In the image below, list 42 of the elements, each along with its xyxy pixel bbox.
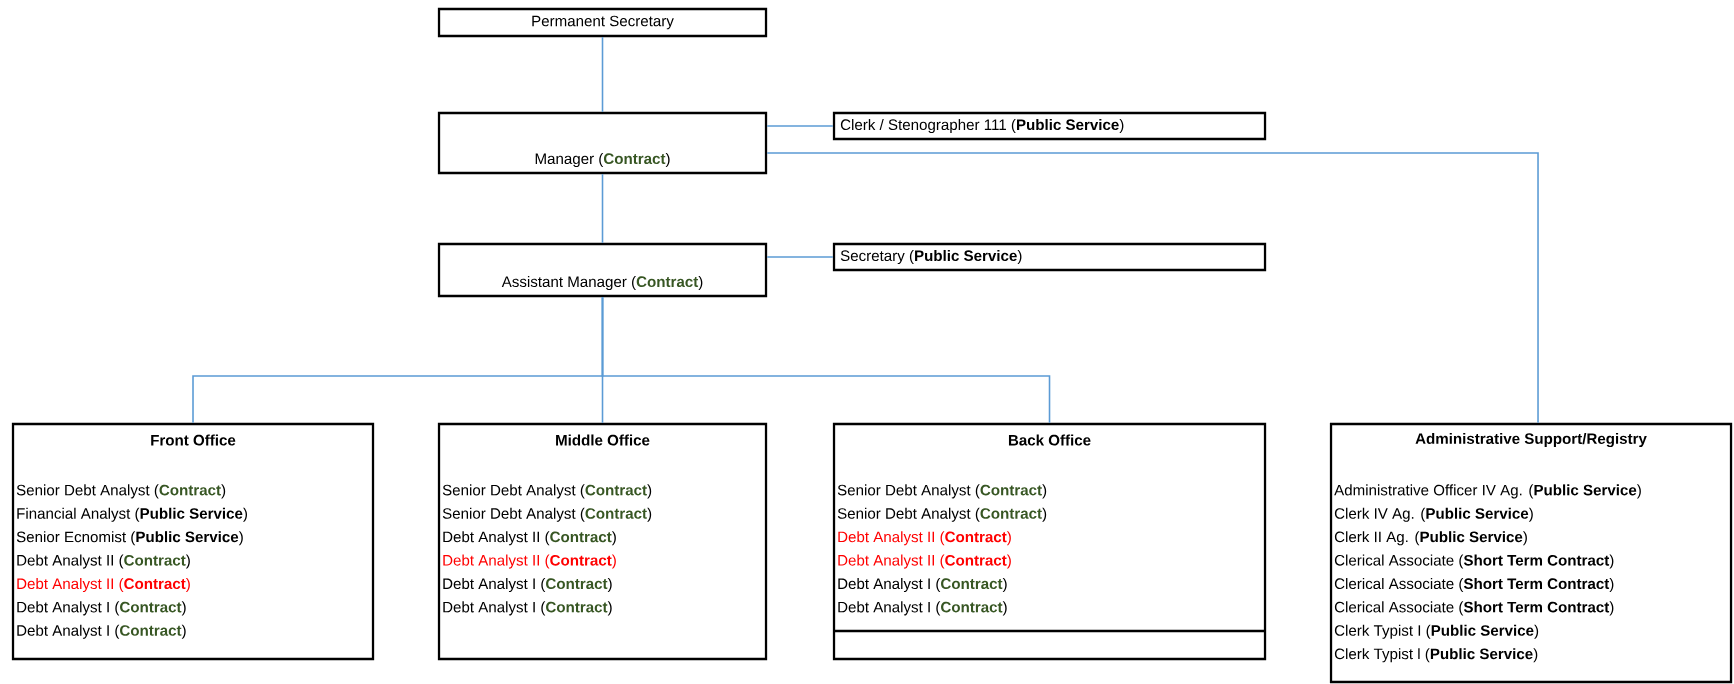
job-title: Debt Analyst II (Contract): [17, 554, 190, 569]
job-title: Senior Debt Analyst (Contract): [16, 484, 226, 499]
job-title: Clerical Associate (Short Term Contract): [1334, 554, 1614, 569]
job-title: Administrative Officer IV Ag. (Public Service): [1334, 484, 1641, 499]
office-heading: Administrative Support/Registry: [1415, 432, 1647, 448]
position-title: Clerk / Stenographer 111 (Public Service): [840, 118, 1124, 134]
job-title: Debt Analyst II (Contract): [838, 554, 1011, 569]
position-title: Manager (Contract): [535, 152, 670, 168]
connector-line: [601, 36, 604, 113]
position-title: Permanent Secretary: [532, 15, 674, 30]
connector-line: [766, 125, 834, 127]
connector-line: [601, 173, 604, 244]
connector-line: [766, 152, 1539, 424]
job-title: Senior Debt Analyst (Contract): [442, 507, 652, 522]
position-title: Assistant Manager (Contract): [501, 275, 703, 291]
office-heading: Back Office: [1008, 434, 1091, 446]
job-title: Debt Analyst II (Contract): [443, 554, 616, 569]
connector-line: [766, 256, 834, 258]
job-title: Debt Analyst I (Contract): [443, 601, 612, 616]
job-title: Debt Analyst I (Contract): [838, 577, 1007, 593]
job-title: Clerical Associate (Short Term Contract): [1334, 601, 1614, 616]
job-title: Debt Analyst I (Contract): [443, 577, 612, 593]
job-title: Debt Analyst I (Contract): [17, 624, 186, 639]
job-title: Debt Analyst I (Contract): [838, 601, 1007, 616]
job-title: Senior Debt Analyst (Contract): [837, 507, 1047, 522]
office-heading: Middle Office: [556, 434, 650, 446]
job-title: Clerk Typist l (Public Service): [1334, 648, 1538, 663]
job-title: Debt Analyst II (Contract): [838, 531, 1011, 546]
job-title: Clerk II Ag. (Public Service): [1334, 531, 1527, 546]
job-title: Senior Debt Analyst (Contract): [442, 484, 652, 499]
job-title: Debt Analyst II (Contract): [443, 531, 616, 546]
job-title: Senior Ecnomist (Public Service): [16, 531, 243, 546]
job-title: Clerical Associate (Short Term Contract): [1334, 577, 1614, 593]
job-title: Debt Analyst I (Contract): [17, 601, 186, 616]
job-title: Financial Analyst (Public Service): [17, 507, 247, 522]
position-title: Secretary (Public Service): [840, 249, 1022, 265]
job-title: Senior Debt Analyst (Contract): [837, 484, 1047, 499]
job-title: Clerk IV Ag. (Public Service): [1334, 507, 1533, 522]
connector-line: [601, 296, 1051, 424]
job-title: Clerk Typist I (Public Service): [1334, 624, 1539, 639]
job-title: Debt Analyst II (Contract): [17, 577, 190, 593]
office-heading: Front Office: [151, 434, 236, 446]
